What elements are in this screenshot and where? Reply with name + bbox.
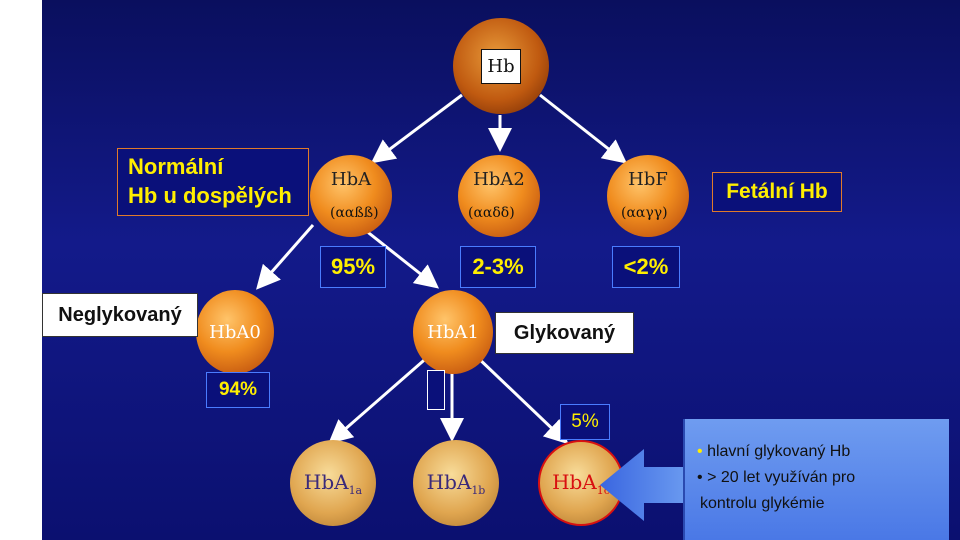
- label-glycated: Glykovaný: [495, 312, 634, 354]
- node-hba0: HbA0: [196, 290, 274, 374]
- percent-hba0: 94%: [206, 372, 270, 408]
- node-hba2-label: HbA2: [473, 169, 525, 190]
- callout-line-1: • hlavní glykovaný Hb: [697, 439, 939, 465]
- bullet-icon: •: [697, 469, 703, 486]
- percent-hba2: 2-3%: [460, 246, 536, 288]
- node-hba0-label: HbA0: [209, 322, 261, 343]
- callout-arrow-icon: [598, 445, 688, 525]
- node-hba1b: HbA1b: [413, 440, 499, 526]
- node-hba1a: HbA1a: [290, 440, 376, 526]
- bullet-icon: •: [697, 443, 703, 460]
- node-hba1-label: HbA1: [427, 322, 479, 343]
- label-normal-line1: Normální: [128, 152, 298, 181]
- label-normal-line2: Hb u dospělých: [128, 181, 298, 210]
- node-hbf-label: HbF: [628, 169, 668, 190]
- node-hba1c-main: HbA: [552, 470, 597, 494]
- callout-box: • hlavní glykovaný Hb • > 20 let využívá…: [683, 419, 949, 540]
- node-hba2: HbA2: [458, 155, 540, 237]
- empty-box: [427, 370, 445, 410]
- percent-hba1c: 5%: [560, 404, 610, 440]
- label-nonglycated: Neglykovaný: [42, 293, 198, 337]
- callout-line-1-text: hlavní glykovaný Hb: [707, 443, 850, 460]
- node-hba1a-sub: 1a: [349, 484, 363, 497]
- label-fetal-hb: Fetální Hb: [712, 172, 842, 212]
- chain-hba2: (ααδδ): [468, 205, 515, 221]
- chain-hba: (ααßß): [330, 205, 379, 221]
- node-hba1b-text: HbA1b: [427, 470, 486, 497]
- label-normal-adult-hb: Normální Hb u dospělých: [117, 148, 309, 216]
- node-hba1b-main: HbA: [427, 470, 472, 494]
- callout-line-2-text: > 20 let využíván pro: [707, 469, 855, 486]
- callout-line-2: • > 20 let využíván pro: [697, 465, 939, 491]
- node-hbf: HbF: [607, 155, 689, 237]
- percent-hbf: <2%: [612, 246, 680, 288]
- node-hb: Hb: [453, 18, 549, 114]
- node-hba-label: HbA: [331, 169, 371, 190]
- node-hba1a-text: HbA1a: [304, 470, 362, 497]
- node-hb-label: Hb: [481, 49, 520, 84]
- percent-hba: 95%: [320, 246, 386, 288]
- node-hba: HbA: [310, 155, 392, 237]
- node-hba1b-sub: 1b: [471, 484, 485, 497]
- callout-line-3: kontrolu glykémie: [697, 491, 939, 517]
- node-hba1a-main: HbA: [304, 470, 349, 494]
- node-hba1: HbA1: [413, 290, 493, 374]
- chain-hbf: (ααγγ): [621, 205, 668, 221]
